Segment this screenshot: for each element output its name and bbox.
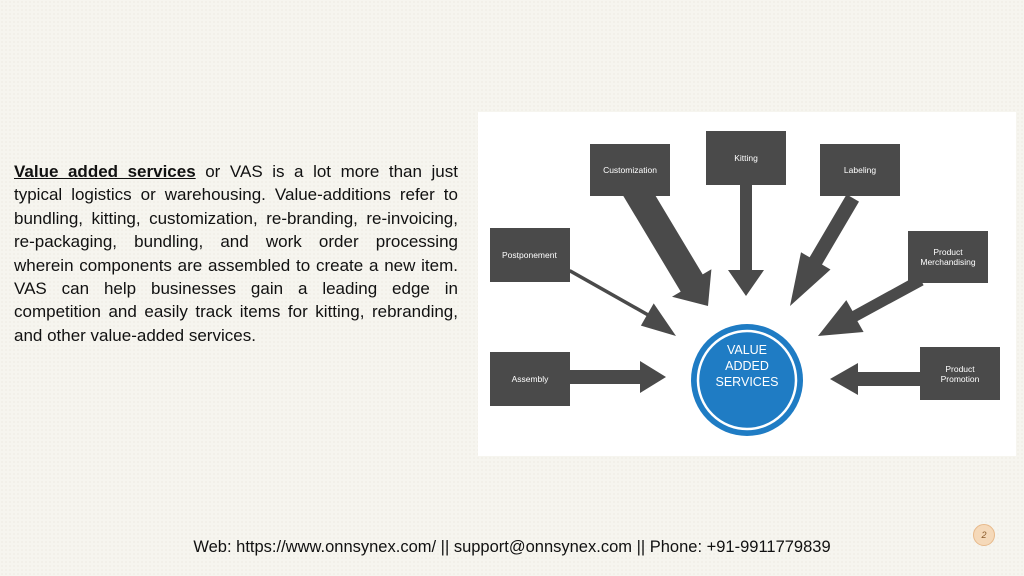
arrow-product-promotion [830, 363, 920, 395]
description-paragraph: Value added services or VAS is a lot mor… [14, 160, 458, 347]
box-labeling-label: Labeling [843, 165, 877, 175]
box-assembly: Assembly [490, 352, 570, 406]
center-label: VALUE ADDED SERVICES [715, 343, 779, 389]
box-kitting-label: Kitting [734, 153, 758, 163]
box-assembly-label: Assembly [511, 374, 549, 384]
box-product-promotion-label: Product Promotion [940, 363, 980, 384]
box-kitting: Kitting [706, 131, 786, 185]
diagram-graphic [568, 174, 924, 436]
description-body: or VAS is a lot more than just typical l… [14, 162, 458, 345]
center-circle [691, 324, 803, 436]
box-product-merchandising-label: Product Merchandising [920, 247, 976, 267]
box-customization-label: Customization [603, 165, 657, 175]
box-product-merchandising: Product Merchandising [908, 231, 988, 283]
page-number-badge: 2 [973, 524, 995, 546]
vas-term: Value added services [14, 162, 196, 181]
arrow-assembly [570, 361, 666, 393]
arrow-labeling [790, 194, 859, 306]
box-customization: Customization [590, 144, 670, 196]
arrow-kitting [728, 185, 764, 296]
footer-contact: Web: https://www.onnsynex.com/ || suppor… [193, 538, 831, 556]
center-circle-ring [696, 329, 798, 431]
box-labeling: Labeling [820, 144, 900, 196]
arrow-postponement [568, 269, 676, 336]
box-postponement: Postponement [490, 228, 570, 282]
arrow-customization [620, 174, 712, 306]
vas-diagram: Customization Kitting Labeling Postponem… [478, 112, 1016, 456]
box-product-promotion: Product Promotion [920, 347, 1000, 400]
arrow-product-merchandising [818, 274, 924, 336]
box-postponement-label: Postponement [502, 250, 557, 260]
